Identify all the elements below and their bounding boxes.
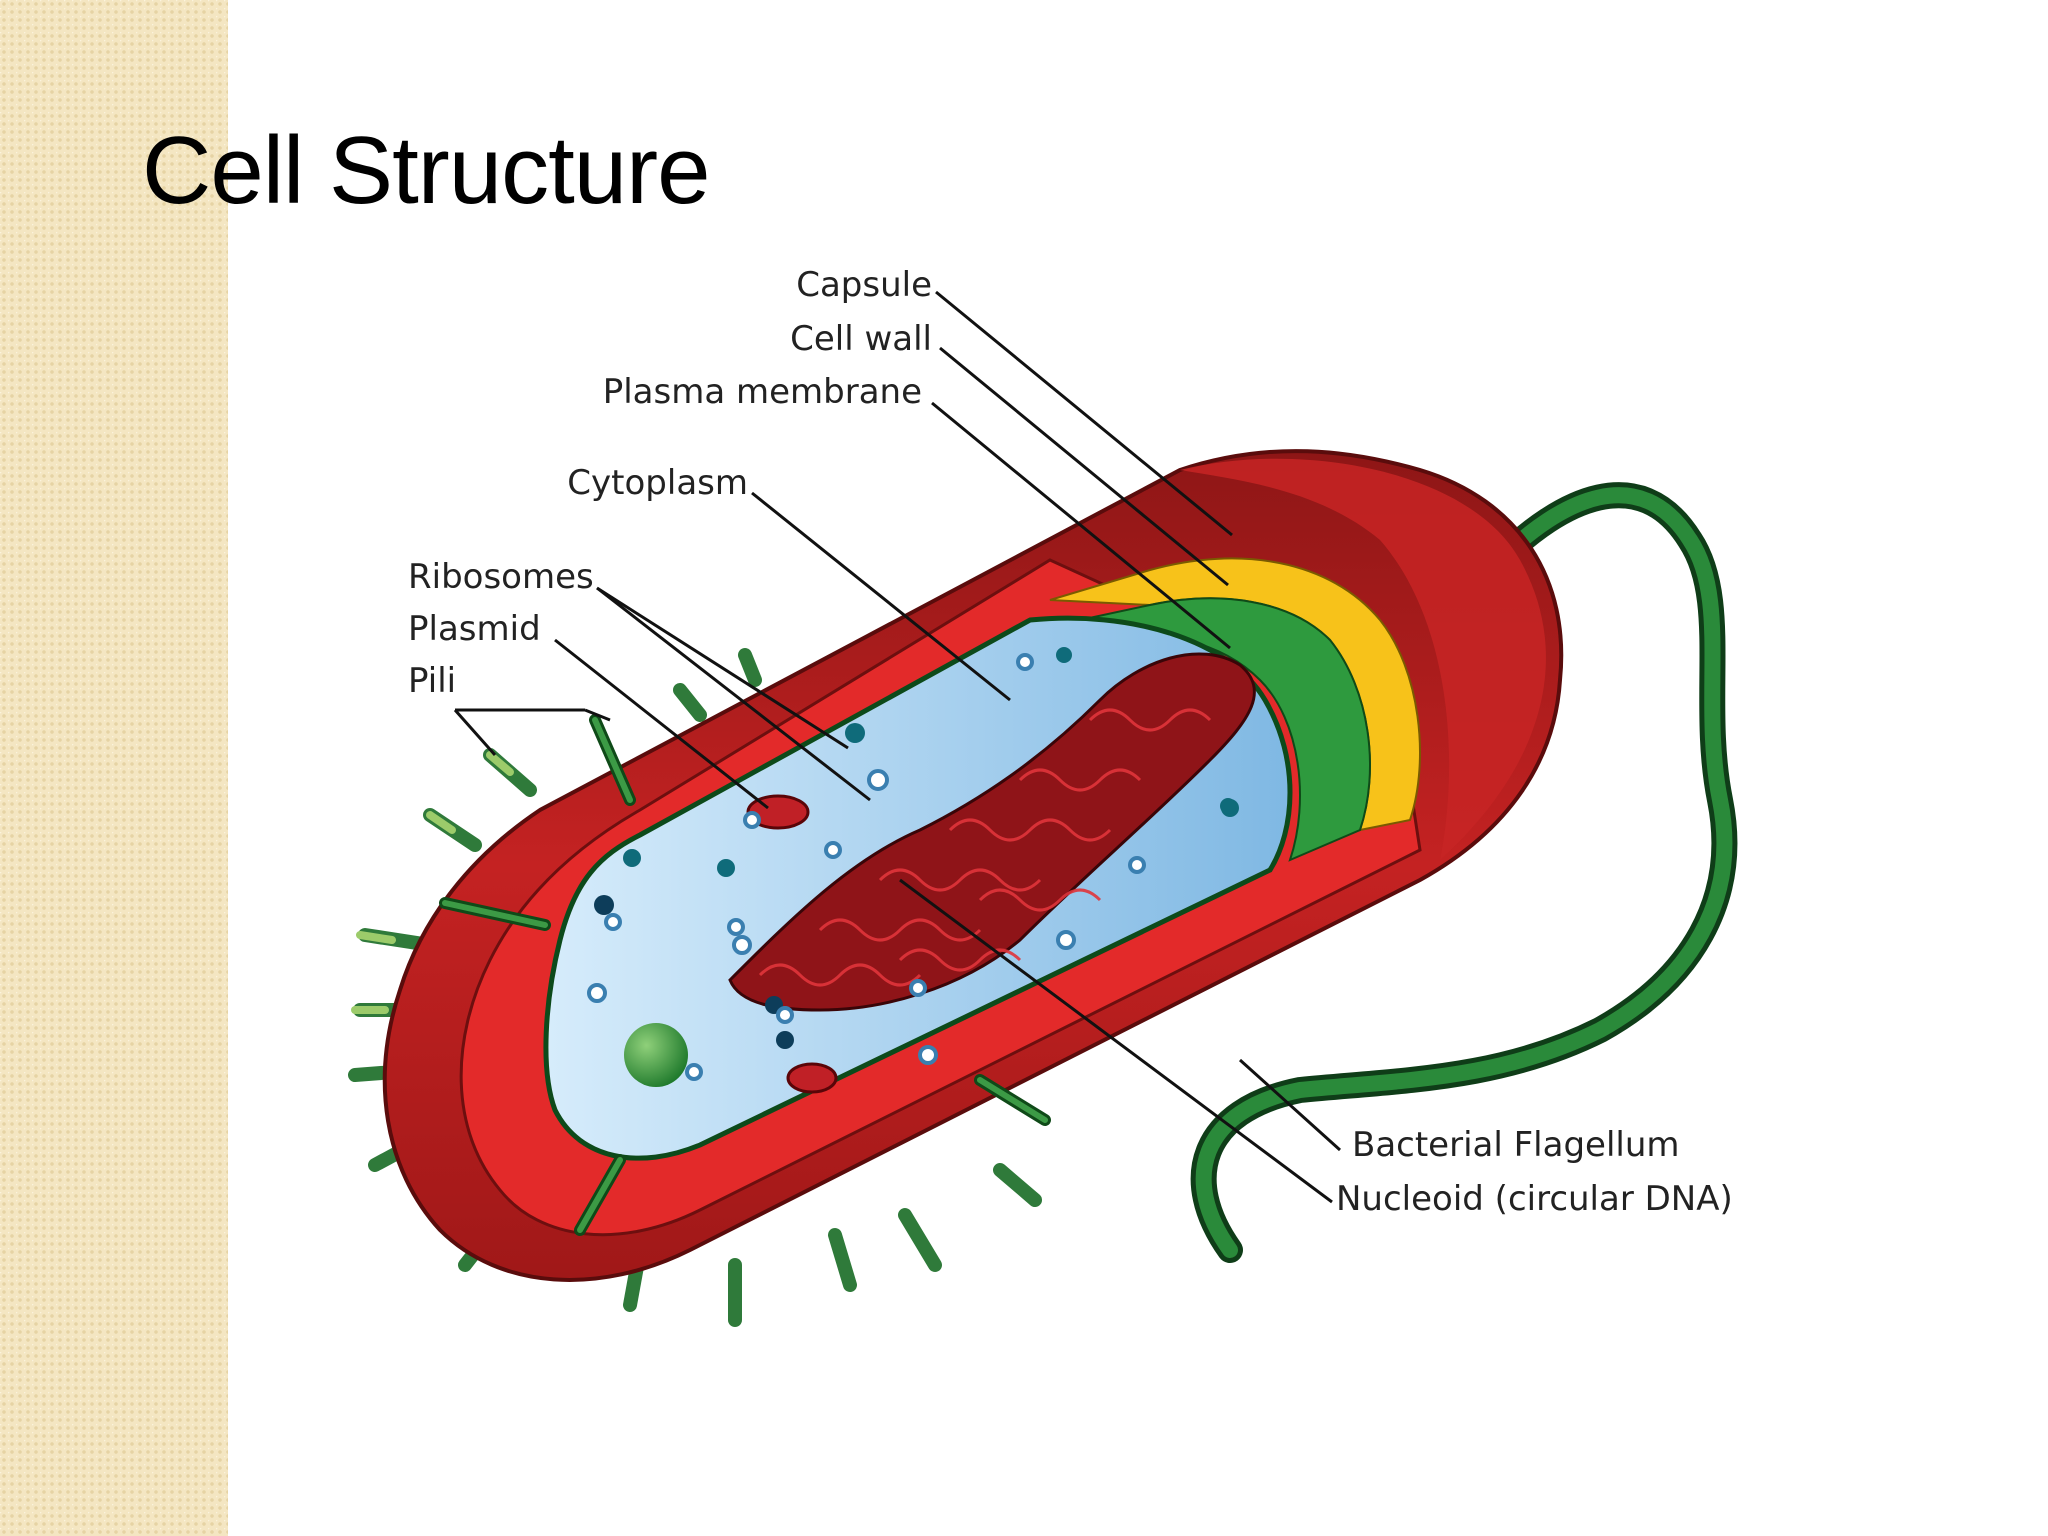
label-bacterial-flagellum: Bacterial Flagellum [1352, 1125, 1680, 1165]
label-capsule: Capsule [796, 265, 932, 305]
slide-title: Cell Structure [142, 117, 711, 224]
label-pili: Pili [408, 661, 456, 701]
label-plasma-membrane: Plasma membrane [603, 372, 922, 412]
label-ribosomes: Ribosomes [408, 557, 594, 597]
label-cell-wall: Cell wall [790, 319, 932, 359]
green-membrane-layer [1077, 597, 1371, 862]
ribosomes [587, 647, 1239, 1081]
storage-granule [624, 1023, 688, 1087]
label-cytoplasm: Cytoplasm [567, 463, 748, 503]
leader-lines [453, 290, 1342, 1204]
decorative-side-strip [0, 0, 228, 1536]
label-nucleoid: Nucleoid (circular DNA) [1336, 1179, 1733, 1219]
label-plasmid: Plasmid [408, 609, 541, 649]
